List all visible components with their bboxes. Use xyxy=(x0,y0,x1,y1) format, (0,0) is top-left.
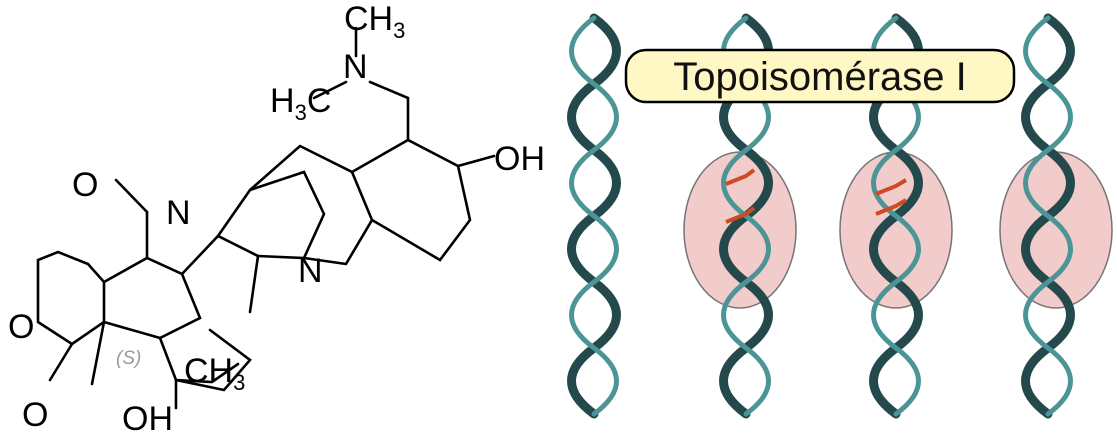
amine-nitrogen-label: N xyxy=(343,48,368,86)
ethyl-methyl-label: CH3 xyxy=(184,352,245,395)
hydroxyl-bottom-label: OH xyxy=(122,400,173,436)
carbonyl-oxygen-bottom-label: O xyxy=(22,396,48,434)
ring-oxygen-label: O xyxy=(8,308,34,346)
dna-helix-4 xyxy=(999,13,1113,419)
enzyme-cleavage-2 xyxy=(875,178,908,216)
methyl-left-label: H3C xyxy=(270,82,331,125)
label-text: Topoisomérase I xyxy=(673,55,966,99)
carbonyl-oxygen-top-label: O xyxy=(72,166,98,204)
molecule-structure: H3C N CH3 OH O N N O (S) CH3 O OH xyxy=(8,0,545,436)
stereo-label: (S) xyxy=(116,348,141,369)
methyl-top-label: CH3 xyxy=(344,0,405,43)
dna-helix-1 xyxy=(567,13,621,419)
atom-labels: H3C N CH3 OH O N N O (S) CH3 O OH xyxy=(8,0,545,436)
quinoline-nitrogen-label: N xyxy=(298,252,323,290)
topoisomerase-label: Topoisomérase I xyxy=(624,48,1016,104)
ring-nitrogen-label: N xyxy=(166,194,191,232)
enzyme-cleavage-1 xyxy=(725,168,756,224)
dna-helix-3 xyxy=(839,13,953,419)
label-box xyxy=(624,48,1016,104)
bond-lines xyxy=(36,26,496,410)
topoisomerase-diagram: Topoisomérase I xyxy=(567,13,1113,419)
hydroxyl-right-label: OH xyxy=(494,140,545,178)
